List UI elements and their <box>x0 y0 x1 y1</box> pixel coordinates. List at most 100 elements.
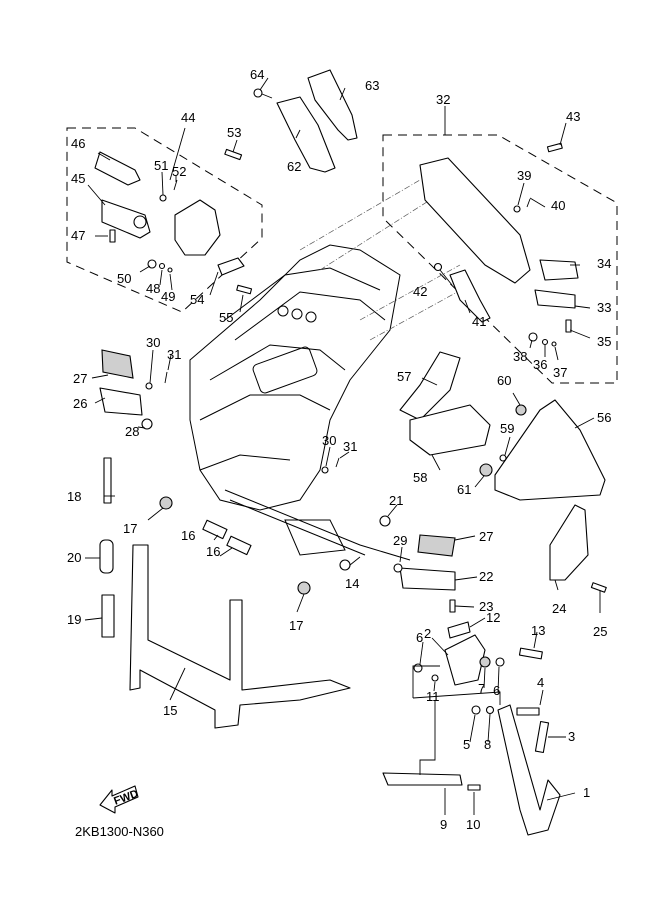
cotter-52 <box>173 179 178 191</box>
callout-3: 3 <box>568 729 575 744</box>
pin-30-upper <box>145 382 153 390</box>
footrest-45 <box>101 199 151 239</box>
callout-60: 60 <box>497 373 511 388</box>
damper-61 <box>479 463 493 477</box>
diagram-code: 2KB1300-N360 <box>75 824 164 839</box>
callout-46: 46 <box>71 136 85 151</box>
callout-11: 11 <box>426 689 440 704</box>
washer-6-b <box>495 657 505 667</box>
callout-48: 48 <box>146 281 160 296</box>
spring-18 <box>103 457 112 504</box>
bolt-23 <box>449 599 456 613</box>
bolt-64 <box>253 88 273 99</box>
ball-37 <box>551 341 557 347</box>
protector-56 <box>494 399 606 501</box>
bolt-16-b <box>226 535 252 556</box>
callout-17a: 17 <box>123 521 137 536</box>
callout-17b: 17 <box>289 618 303 633</box>
spring-29 <box>393 563 403 573</box>
washer-6-a <box>413 663 423 673</box>
callout-33: 33 <box>597 300 611 315</box>
spring-36 <box>541 338 549 346</box>
callout-50: 50 <box>117 271 131 286</box>
spring-19 <box>101 594 115 638</box>
callout-9: 9 <box>440 817 447 832</box>
callout-35: 35 <box>597 334 611 349</box>
callout-53: 53 <box>227 125 241 140</box>
callout-61: 61 <box>457 482 471 497</box>
callout-20: 20 <box>67 550 81 565</box>
callout-31b: 31 <box>343 439 357 454</box>
callout-30a: 30 <box>146 335 160 350</box>
callout-63: 63 <box>365 78 379 93</box>
callout-40: 40 <box>551 198 565 213</box>
callout-24: 24 <box>552 601 566 616</box>
callout-29: 29 <box>393 533 407 548</box>
callout-59: 59 <box>500 421 514 436</box>
nut-14 <box>339 559 351 571</box>
callout-27b: 27 <box>479 529 493 544</box>
callout-5: 5 <box>463 737 470 752</box>
center-stand-15 <box>129 544 351 729</box>
callout-21: 21 <box>389 493 403 508</box>
cotter-31-lower <box>335 457 340 468</box>
sidestand-switch-9 <box>382 772 463 786</box>
callout-8: 8 <box>484 737 491 752</box>
callout-37: 37 <box>553 365 567 380</box>
callout-45: 45 <box>71 171 85 186</box>
callout-13: 13 <box>531 623 545 638</box>
collar-59 <box>499 454 507 462</box>
pin-20 <box>99 539 114 574</box>
bolt-55 <box>236 284 253 295</box>
callout-27a: 27 <box>73 371 87 386</box>
heat-guard-63 <box>307 69 358 141</box>
callout-62: 62 <box>287 159 301 174</box>
callout-28: 28 <box>125 424 139 439</box>
bolt-35 <box>565 319 572 333</box>
callout-2: 2 <box>424 626 431 641</box>
washer-8 <box>485 705 495 715</box>
bolt-43 <box>546 142 563 153</box>
plate-38 <box>528 332 538 342</box>
sidestand-1 <box>497 704 561 836</box>
callout-6a: 6 <box>416 630 423 645</box>
cover-58 <box>409 404 491 456</box>
callout-19: 19 <box>67 612 81 627</box>
screw-10 <box>467 784 481 791</box>
pin-51 <box>159 194 167 202</box>
callout-31a: 31 <box>167 347 181 362</box>
collar-11 <box>431 674 439 682</box>
callout-15: 15 <box>163 703 177 718</box>
callout-52: 52 <box>172 164 186 179</box>
bolt-4 <box>516 707 540 716</box>
forward-direction-indicator: FWD <box>99 785 140 814</box>
cotter-31-upper <box>164 371 168 384</box>
bolt-47 <box>109 229 116 243</box>
callout-4: 4 <box>537 675 544 690</box>
callout-49: 49 <box>161 289 175 304</box>
plate-12 <box>447 621 471 639</box>
cotter-40 <box>526 198 531 208</box>
footrest-rubber-27-right <box>417 534 456 557</box>
footrest-rubber-46 <box>94 151 141 186</box>
spring-28 <box>141 418 153 430</box>
bolt-13 <box>518 647 543 660</box>
callout-6b: 6 <box>493 683 500 698</box>
leader-lines <box>84 77 601 815</box>
callout-55: 55 <box>219 310 233 325</box>
footrest-33 <box>534 289 576 309</box>
damper-17-a <box>159 496 173 510</box>
callout-58: 58 <box>413 470 427 485</box>
nut-21 <box>379 515 391 527</box>
callout-36: 36 <box>533 357 547 372</box>
callout-7: 7 <box>478 681 485 696</box>
bolt-42 <box>433 262 443 272</box>
bolt-60 <box>515 404 527 416</box>
spring-48 <box>158 262 166 270</box>
bolt-16-a <box>202 519 228 540</box>
callout-23: 23 <box>479 599 493 614</box>
callout-47: 47 <box>71 228 85 243</box>
callout-41: 41 <box>472 314 486 329</box>
